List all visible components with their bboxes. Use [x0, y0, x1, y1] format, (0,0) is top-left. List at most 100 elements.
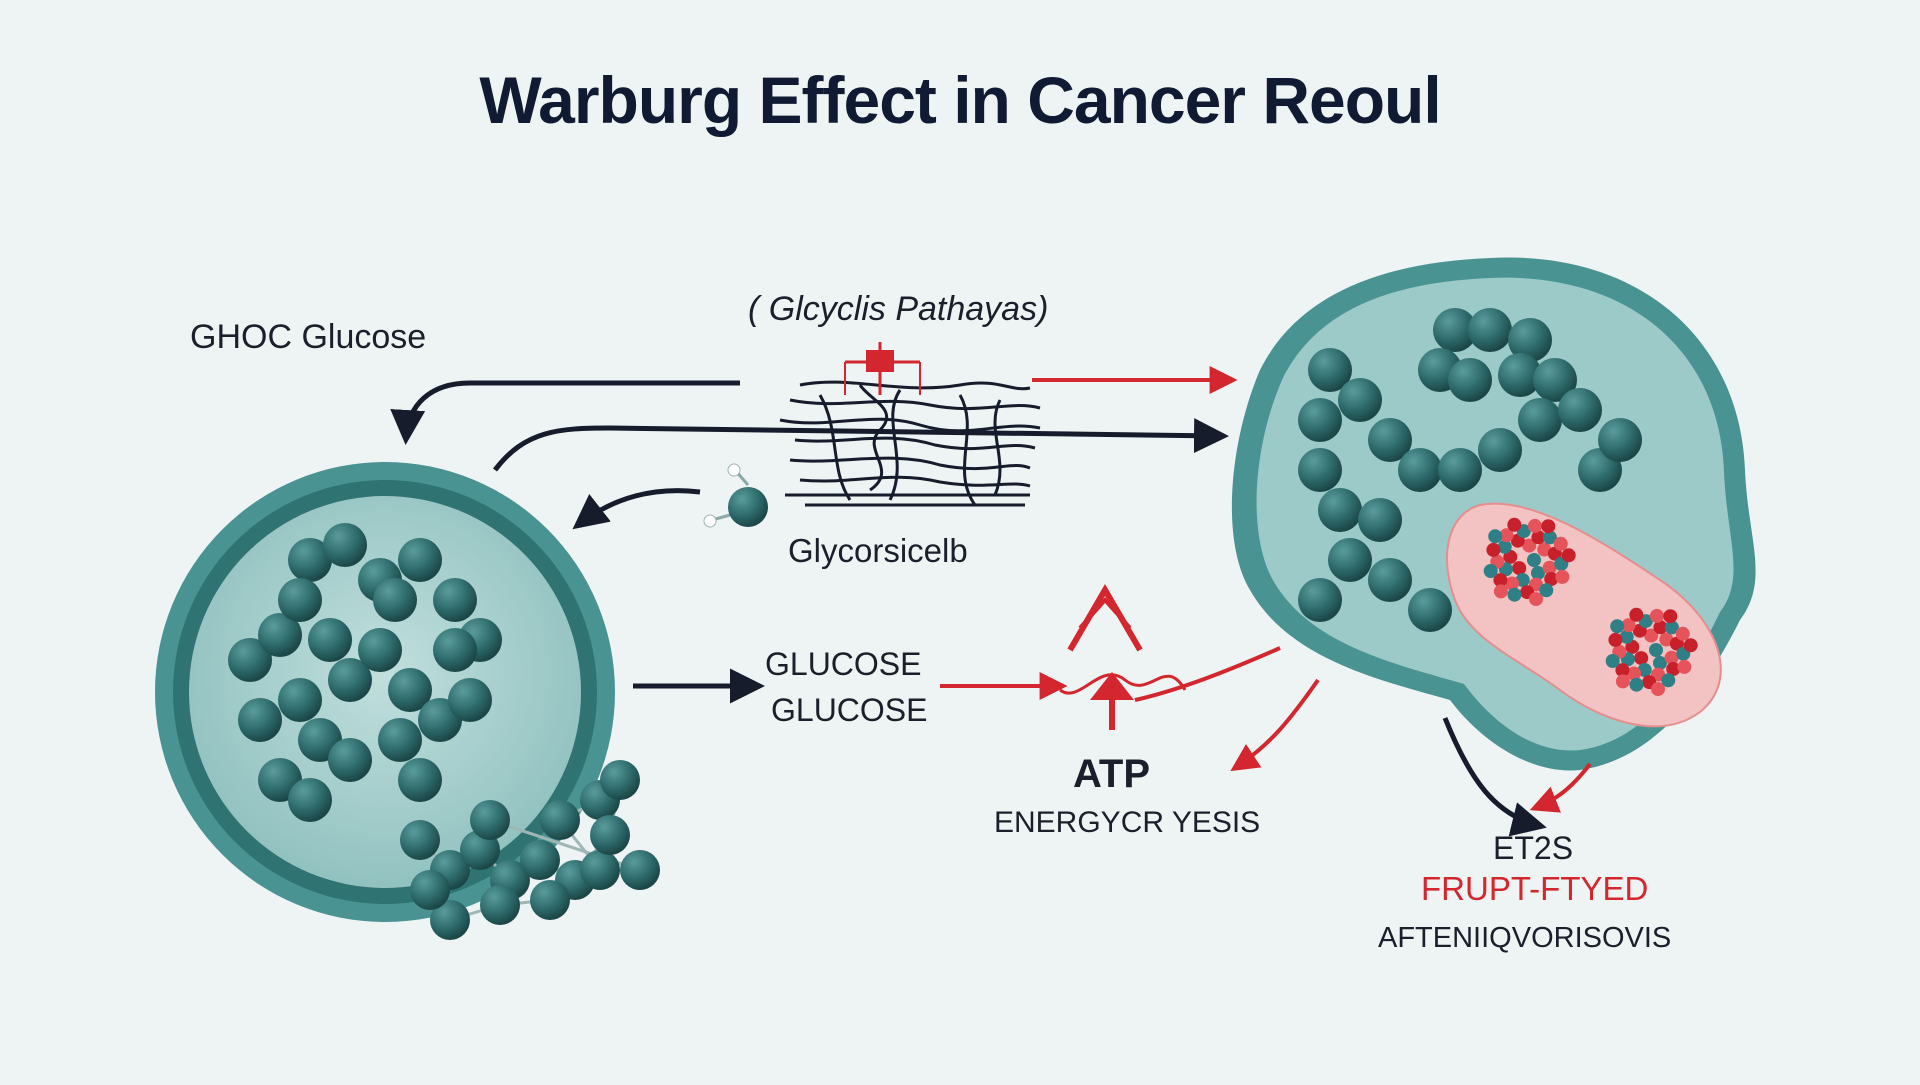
normal-cell	[155, 462, 615, 922]
glucose-input-label: GHOC Glucose	[190, 318, 427, 356]
nucleus-particle	[1541, 519, 1556, 534]
nucleus-particle	[1627, 666, 1641, 681]
nucleus-particle	[1615, 674, 1630, 689]
arrow-red-to-frupt	[1529, 762, 1592, 813]
nucleus-particle	[1653, 656, 1667, 670]
organelle	[288, 538, 332, 582]
nucleus-particle	[1555, 569, 1570, 584]
atp-burst-icon	[1059, 584, 1187, 730]
arrow-to-ets	[1442, 717, 1547, 837]
organelle	[1298, 578, 1342, 622]
arrow-molecule-return	[572, 488, 701, 530]
pathway-tangle	[779, 380, 1041, 507]
nucleus-particle	[1621, 618, 1636, 633]
organelle	[470, 800, 510, 840]
nucleus-particle	[1644, 628, 1659, 643]
nucleus-particle	[1522, 538, 1537, 553]
organelle	[540, 800, 580, 840]
organelle	[1298, 398, 1342, 442]
nucleus-particle	[1664, 650, 1679, 665]
nucleus-particle	[1488, 529, 1503, 544]
organelle	[323, 523, 367, 567]
organelle	[278, 678, 322, 722]
organelle	[1338, 378, 1382, 422]
nucleus-particle	[1505, 576, 1519, 591]
organelle	[530, 880, 570, 920]
organelle	[433, 628, 477, 672]
organelle	[600, 760, 640, 800]
organelle	[378, 718, 422, 762]
organelle	[388, 668, 432, 712]
nucleus-particle	[1529, 592, 1543, 607]
nucleus-particle	[1544, 572, 1559, 586]
nucleus-particles	[1483, 517, 1698, 697]
nucleus-particle	[1663, 609, 1678, 624]
organelle	[328, 738, 372, 782]
nucleus-particle	[1542, 560, 1557, 575]
organelle	[480, 885, 520, 925]
organelle	[1598, 418, 1642, 462]
normal-cell-organelles	[228, 523, 502, 822]
nucleus-particle	[1499, 528, 1514, 543]
organelle	[398, 758, 442, 802]
nucleus-particle	[1661, 673, 1676, 688]
organelle	[1468, 308, 1512, 352]
molecule-icon	[703, 463, 768, 528]
organelle	[238, 698, 282, 742]
nucleus-particle	[1537, 542, 1552, 557]
molecule-chain	[400, 760, 660, 940]
glucose-label-2: GLUCOSE	[771, 692, 928, 728]
nucleus-particle	[1677, 659, 1692, 674]
nucleus-particle	[1629, 607, 1644, 622]
nucleus-particle	[1637, 663, 1652, 677]
nucleus-particle	[1507, 587, 1522, 602]
arrow-red-down	[1230, 678, 1320, 772]
nucleus-particle	[1512, 561, 1527, 576]
organelle	[328, 658, 372, 702]
organelle	[520, 840, 560, 880]
organelle	[410, 870, 450, 910]
flow-arrows-dark	[390, 380, 1547, 837]
nucleus-particle	[1610, 619, 1625, 634]
organelle	[1478, 428, 1522, 472]
organelle	[1433, 308, 1477, 352]
glucose-label-1: GLUCOSE	[765, 646, 922, 682]
organelle	[1358, 498, 1402, 542]
arrow-red-curve	[1134, 646, 1281, 702]
nucleus-particle	[1486, 542, 1501, 557]
flow-arrows-red	[940, 366, 1592, 813]
atp-label: ATP	[1073, 752, 1151, 796]
organelle	[1368, 418, 1412, 462]
nucleus-particle	[1649, 608, 1664, 623]
cancer-cell-organelles	[1298, 308, 1642, 632]
nucleus-particle	[1483, 564, 1498, 578]
organelle	[1558, 388, 1602, 432]
organelle	[1308, 348, 1352, 392]
nucleus-particle	[1608, 632, 1623, 647]
nucleus-particle	[1649, 643, 1663, 657]
organelle	[358, 628, 402, 672]
nucleus-particle	[1683, 638, 1698, 653]
nucleus-particle	[1675, 626, 1690, 641]
nucleus-particle	[1615, 663, 1630, 678]
nucleus-particle	[1629, 677, 1644, 692]
nucleus-particle	[1653, 620, 1668, 635]
organelle	[433, 578, 477, 622]
organelle	[1368, 558, 1412, 602]
organelle	[1298, 448, 1342, 492]
nucleus-particle	[1553, 536, 1568, 551]
cancer-cell	[1231, 257, 1756, 771]
nucleus-particle	[1539, 583, 1554, 598]
organelle	[590, 815, 630, 855]
nucleus-particle	[1651, 682, 1665, 697]
energy-label: ENERGYCR YESIS	[994, 806, 1261, 839]
nucleus-particle	[1493, 584, 1508, 599]
nucleus-particle	[1527, 553, 1541, 567]
organelle	[1318, 488, 1362, 532]
organelle	[308, 618, 352, 662]
organelle	[430, 900, 470, 940]
nucleus-particle	[1497, 539, 1512, 554]
organelle	[1328, 538, 1372, 582]
